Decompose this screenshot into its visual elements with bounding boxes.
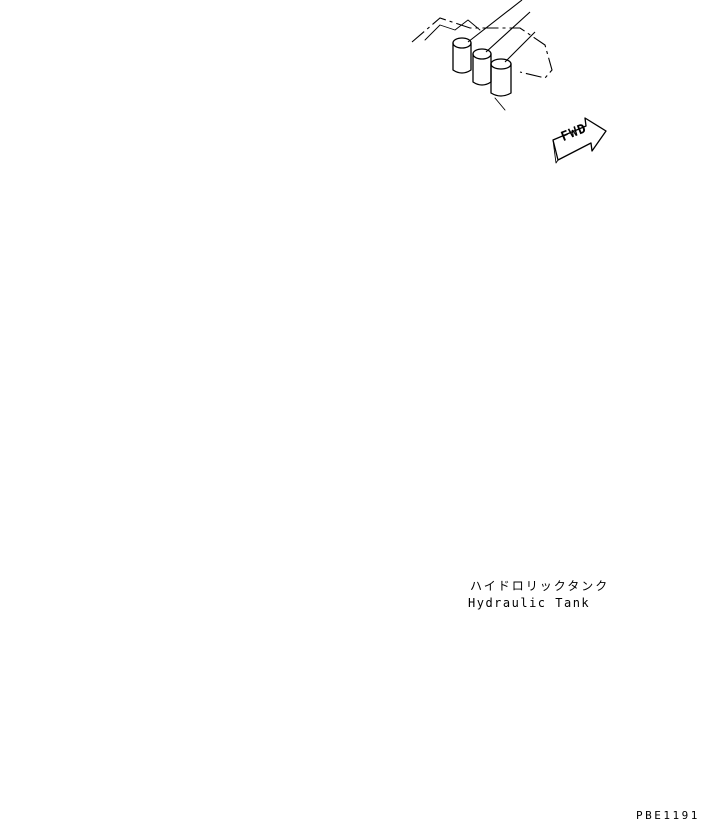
fwd-arrow [552, 117, 607, 164]
top-filter-2 [472, 48, 492, 86]
top-filter-1 [452, 37, 472, 74]
hydraulic-tank-label-en: Hydraulic Tank [468, 596, 591, 610]
top-filter-3 [490, 58, 512, 97]
top-filter-group [411, 0, 553, 111]
drawing-code: PBE1191 [636, 809, 700, 822]
hydraulic-tank-label-jp: ハイドロリックタンク [470, 579, 610, 593]
